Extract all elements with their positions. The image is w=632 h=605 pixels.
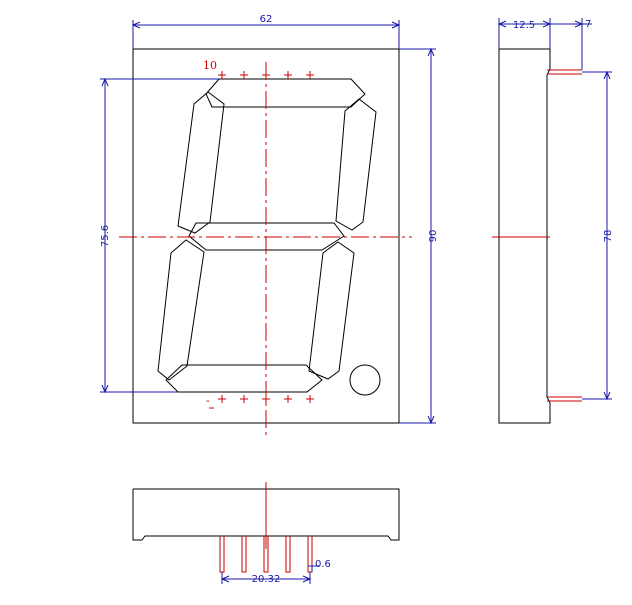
width-dimension (131, 20, 401, 49)
pin-span-label: 78 (603, 230, 614, 243)
segment-f (177, 91, 225, 234)
segment-b (335, 98, 377, 231)
width-label: 62 (260, 14, 273, 25)
bottom-pin-span-dimension (220, 572, 312, 584)
segment-a (205, 78, 366, 108)
pin-span-dimension (582, 70, 612, 401)
height-label: 90 (428, 230, 439, 243)
side-body-outline (498, 48, 551, 424)
pin-protrusion-dimension (550, 18, 592, 70)
segment-e (157, 239, 205, 381)
bottom-body-outline (132, 488, 400, 541)
pin-width-label: 0.6 (315, 559, 331, 570)
segment-g (188, 222, 345, 251)
segment-d (165, 364, 323, 393)
bottom-pin-span-label: 20.32 (252, 574, 281, 585)
pin-1-marker: - (206, 394, 210, 407)
pin-protrusion-label: 7 (585, 19, 591, 30)
decimal-point (349, 364, 381, 396)
pin-width-dimension (308, 565, 320, 572)
height-dimension (399, 47, 436, 425)
segment-c (308, 241, 355, 380)
front-view: 10 - 62 90 (100, 14, 439, 436)
pin-10-label: 10 (203, 59, 217, 72)
side-view: 12.5 7 78 (492, 18, 614, 424)
digit-height-dimension (100, 77, 219, 394)
depth-dimension (497, 18, 552, 49)
digit-height-label: 75.6 (100, 225, 111, 247)
bottom-view: 20.32 0.6 (132, 482, 400, 585)
bottom-pin-markers (209, 395, 314, 409)
depth-label: 12.5 (513, 20, 535, 31)
top-pin-markers (218, 71, 314, 79)
